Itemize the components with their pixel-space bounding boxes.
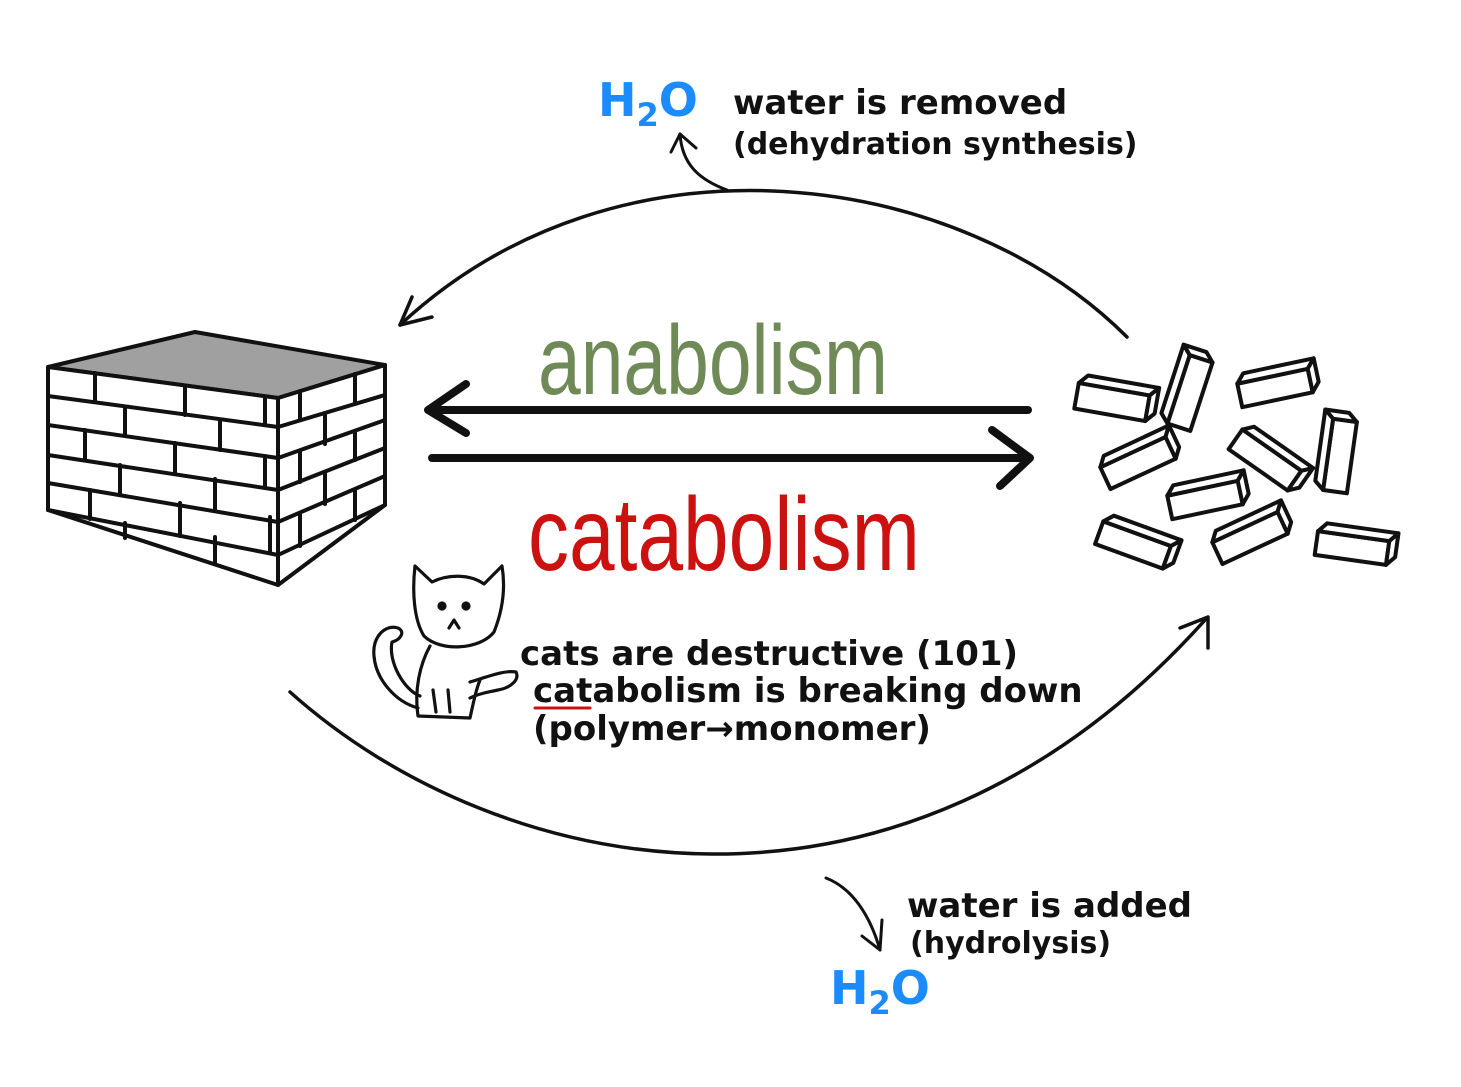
svg-text:(dehydration synthesis): (dehydration synthesis) — [733, 127, 1138, 162]
svg-text:cats are destructive (101): cats are destructive (101) — [520, 634, 1018, 674]
bottom-cycle-arrow — [288, 615, 1210, 952]
bottom-note: water is added (hydrolysis) — [907, 886, 1192, 961]
svg-text:(polymer→monomer): (polymer→monomer) — [533, 709, 931, 749]
scattered-blocks-icon — [1072, 342, 1401, 571]
catabolism-arrow — [428, 426, 1034, 490]
anabolism-arrow — [424, 380, 1032, 437]
svg-text:H2O: H2O — [598, 73, 698, 134]
cat-note: cats are destructive (101) catabolism is… — [520, 634, 1083, 749]
top-water-formula: H2O — [598, 73, 698, 134]
svg-text:water is added: water is added — [907, 886, 1192, 926]
cat-icon — [372, 564, 519, 720]
top-note: water is removed (dehydration synthesis) — [733, 83, 1138, 162]
top-cycle-arrow — [398, 132, 1129, 339]
svg-text:catabolism is breaking down: catabolism is breaking down — [533, 671, 1083, 711]
bottom-water-formula: H2O — [830, 961, 930, 1022]
brick-wall-icon — [46, 330, 387, 587]
catabolism-label: catabolism — [528, 477, 920, 593]
cat-word: cat — [533, 671, 592, 711]
svg-text:water is removed: water is removed — [733, 83, 1067, 123]
svg-text:(hydrolysis): (hydrolysis) — [910, 926, 1111, 961]
svg-text:H2O: H2O — [830, 961, 930, 1022]
anabolism-label: anabolism — [538, 305, 888, 415]
